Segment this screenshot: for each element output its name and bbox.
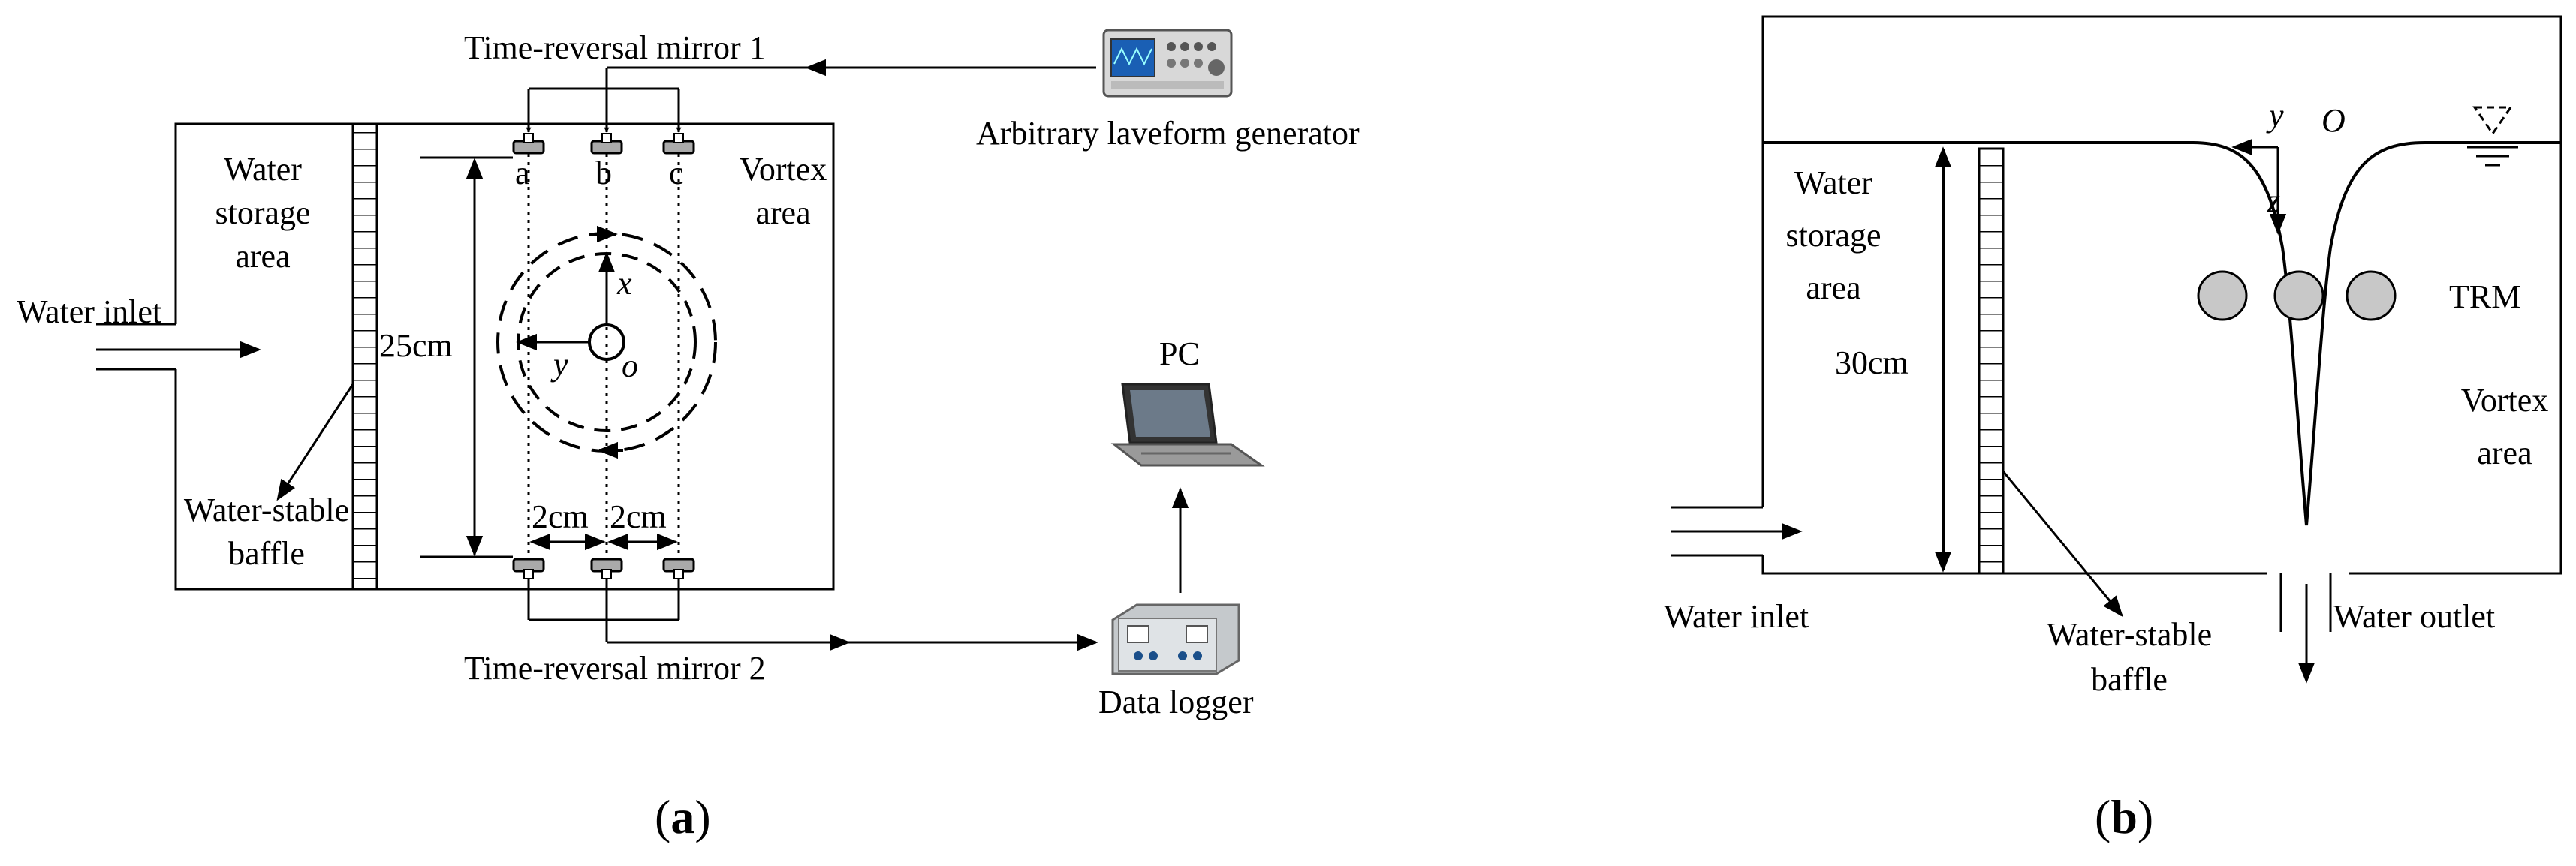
vortex-funnel (1763, 141, 2561, 526)
caption-b: (b) (2095, 790, 2153, 843)
baffle-a-line1: Water-stable (184, 492, 349, 528)
water-level-symbol (2467, 106, 2518, 167)
baffle-a (351, 122, 378, 591)
baffle-b-line1: Water-stable (2047, 616, 2212, 653)
mirror1-wiring (526, 59, 1096, 133)
trm-label: TRM (2449, 278, 2520, 315)
vortex-a-line1: Vortex (740, 151, 827, 188)
dim-30cm-label: 30cm (1835, 344, 1909, 381)
caption-a: (a) (655, 790, 711, 843)
axis-y-a-label: y (550, 346, 568, 383)
vortex-b-line1: Vortex (2461, 382, 2549, 419)
storage-a-line3: area (235, 238, 290, 275)
inlet-b-label: Water inlet (1664, 598, 1809, 635)
tank-b-outline (1761, 15, 2562, 575)
transducer-top-c (662, 133, 695, 155)
dim-2cm-right-label: 2cm (610, 498, 667, 535)
panel-b: y O z TRM 30cm Water storage area Vortex… (1664, 15, 2562, 843)
origin-b-label: O (2321, 102, 2346, 139)
axis-y-b-label: y (2266, 97, 2284, 134)
transducer-bottom-c (662, 558, 695, 579)
transducer-bottom-a (512, 558, 545, 579)
axis-x-a-label: x (616, 265, 632, 302)
dim-2cm-left-label: 2cm (532, 498, 589, 535)
baffle-b-line2: baffle (2091, 661, 2168, 698)
mirror1-label: Time-reversal mirror 1 (464, 29, 766, 66)
baffle-a-line2: baffle (228, 535, 305, 572)
storage-a-line1: Water (224, 151, 302, 188)
trm-transducer-right (2346, 270, 2397, 321)
storage-b-line1: Water (1794, 164, 1872, 201)
trm-transducer-middle (2273, 270, 2324, 321)
generator-label: Arbitrary laveform generator (976, 115, 1360, 152)
transducer-top-b (590, 133, 623, 155)
baffle-a-pointer (276, 383, 354, 501)
inlet-a-label: Water inlet (17, 293, 161, 330)
transducer-label-b: b (595, 155, 612, 191)
transducer-top-a (512, 133, 545, 155)
storage-b-line2: storage (1785, 217, 1881, 254)
storage-b-line3: area (1806, 269, 1860, 306)
dim-25cm-label: 25cm (379, 327, 453, 364)
panel-a: x y o 25cm 2cm 2cm a b c (17, 29, 1360, 843)
origin-a-label: o (622, 347, 638, 384)
laptop-icon (1110, 383, 1265, 467)
logger-label: Data logger (1098, 684, 1254, 720)
baffle-b (1978, 147, 2005, 575)
data-logger-icon (1111, 603, 1240, 675)
transducer-label-a: a (515, 155, 530, 191)
storage-a-line2: storage (215, 194, 310, 231)
signal-generator-icon (1102, 29, 1233, 98)
vortex-b-line2: area (2477, 435, 2532, 471)
mirror2-label: Time-reversal mirror 2 (464, 650, 766, 687)
outlet-b-label: Water outlet (2333, 598, 2495, 635)
transducer-bottom-b (590, 558, 623, 579)
baffle-b-pointer (2002, 471, 2123, 618)
trm-transducer-left (2197, 270, 2248, 321)
vortex-a-line2: area (755, 194, 810, 231)
transducer-label-c: c (669, 155, 684, 191)
axis-z-b-label: z (2267, 182, 2280, 219)
tank-a-outline (174, 122, 835, 591)
pc-label: PC (1159, 335, 1200, 372)
mirror2-wiring (527, 579, 1098, 651)
